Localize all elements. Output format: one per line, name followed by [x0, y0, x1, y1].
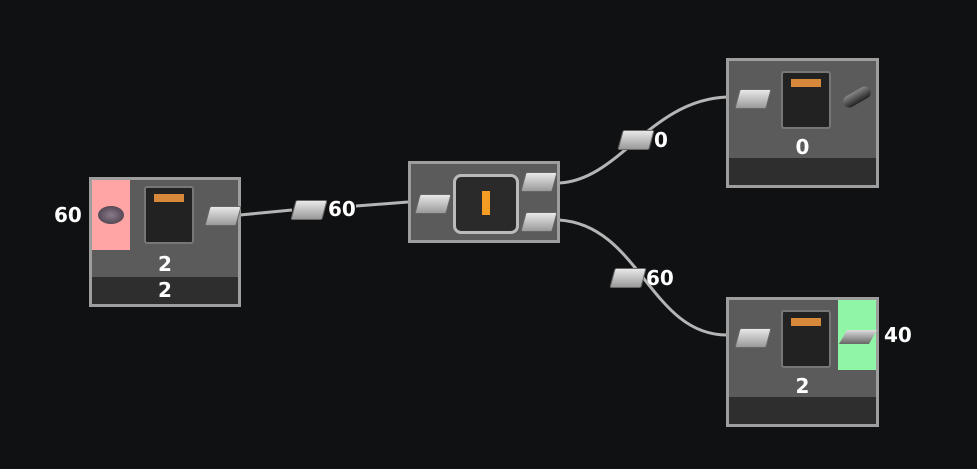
ingot-icon [734, 328, 772, 348]
edge-label: 0 [654, 128, 668, 152]
machine-count: 2 [795, 374, 810, 398]
machine-count: 0 [795, 135, 810, 159]
ingot-icon [520, 172, 558, 192]
smelter-machine-icon [144, 186, 194, 244]
edge-label: 60 [328, 197, 356, 221]
splitter-node[interactable] [408, 161, 560, 243]
ore-icon [98, 206, 124, 224]
pipe-icon [841, 84, 873, 110]
edge-label: 60 [646, 266, 674, 290]
ingot-icon [520, 212, 558, 232]
node-footer [729, 397, 876, 424]
constructor-top-node[interactable]: 0 [726, 58, 879, 188]
ingot-icon [734, 89, 772, 109]
edge-splitter-constructor-bottom [558, 218, 728, 337]
node-footer [729, 158, 876, 185]
smelter-input-rate: 60 [54, 203, 82, 227]
constructor-machine-icon [781, 310, 831, 368]
constructor-machine-icon [781, 71, 831, 129]
ingot-icon [617, 130, 655, 150]
machine-count: 2 [158, 252, 172, 276]
edge-smelter-splitter [239, 200, 409, 217]
node-footer: 2 [92, 277, 238, 304]
ingot-icon [609, 268, 647, 288]
smelter-node[interactable]: 2 2 [89, 177, 242, 307]
ingot-icon [204, 206, 242, 226]
output-rate: 40 [884, 323, 912, 347]
ingot-icon [414, 194, 452, 214]
splitter-icon [453, 174, 519, 234]
ingot-icon [290, 200, 328, 220]
constructor-bottom-node[interactable]: 2 [726, 297, 879, 427]
